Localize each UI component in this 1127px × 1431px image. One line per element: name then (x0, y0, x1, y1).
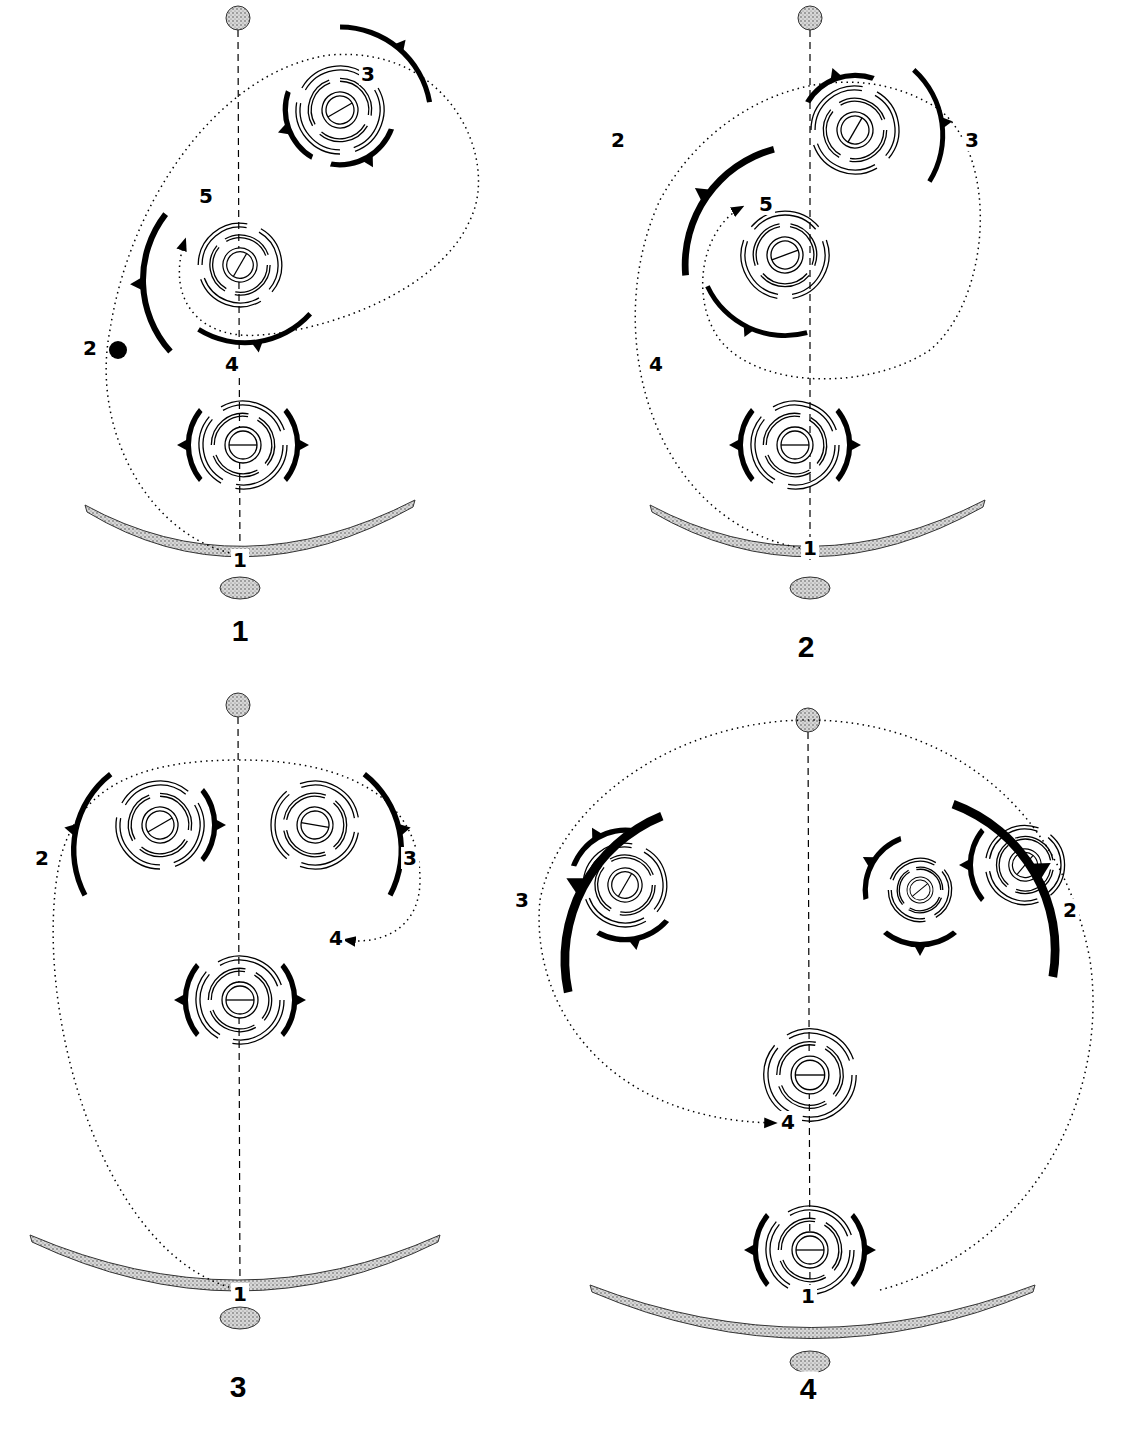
callout-number: 4 (223, 353, 241, 375)
callout-number: 1 (801, 537, 819, 559)
panel-number: 3 (228, 1370, 249, 1403)
callout-number: 2 (33, 847, 51, 869)
callout-number: 1 (799, 1285, 817, 1307)
callout-number: 5 (197, 185, 215, 207)
callout-number: 5 (757, 193, 775, 215)
callout-number: 3 (359, 63, 377, 85)
panel-four (518, 708, 1102, 1373)
callout-number: 3 (513, 889, 531, 911)
panel-three (30, 693, 440, 1329)
callout-number: 2 (81, 337, 99, 359)
callout-number: 1 (231, 549, 249, 571)
callout-number: 4 (779, 1111, 797, 1133)
callout-number: 4 (647, 353, 665, 375)
callout-number: 2 (609, 129, 627, 151)
callout-number: 1 (231, 1283, 249, 1305)
panel-number: 2 (796, 630, 817, 663)
callout-number: 2 (1061, 899, 1079, 921)
panel-one (85, 1, 479, 599)
callout-number: 3 (963, 129, 981, 151)
callout-number: 3 (401, 847, 419, 869)
callout-number: 4 (327, 927, 345, 949)
panel-number: 4 (798, 1372, 819, 1405)
panel-number: 1 (230, 614, 251, 647)
panel-two (635, 6, 985, 599)
